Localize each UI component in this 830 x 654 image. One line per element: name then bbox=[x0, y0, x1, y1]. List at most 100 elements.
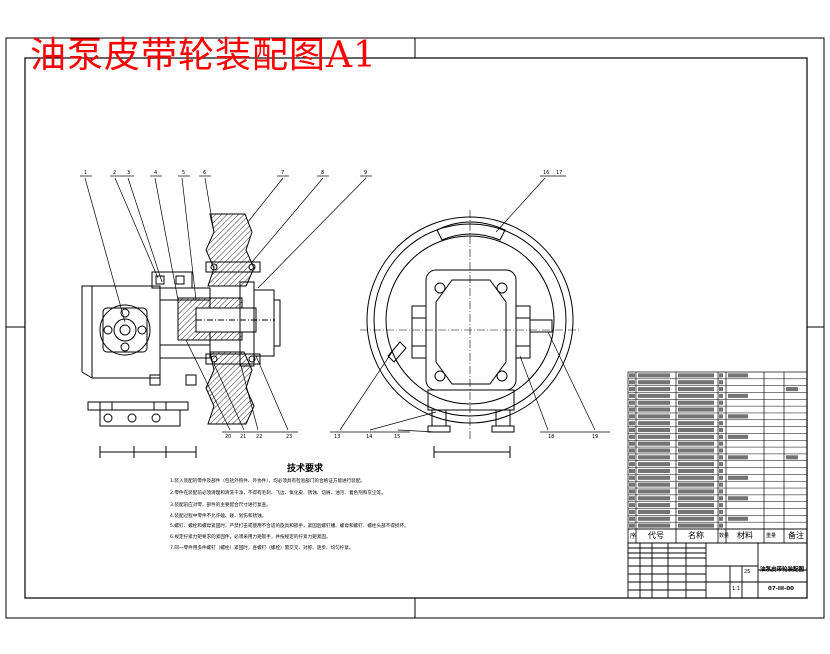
left-leaders-top bbox=[80, 175, 372, 323]
leader-label: 3 bbox=[127, 170, 130, 176]
leader-label: 1 bbox=[84, 170, 87, 176]
bom-cell-mark bbox=[728, 516, 748, 521]
bom-cell-mark bbox=[728, 373, 748, 378]
right-leader-labels: 16 17 13 14 15 18 19 bbox=[334, 170, 598, 440]
bom-cell-mark bbox=[719, 509, 723, 514]
bom-cell-mark bbox=[728, 455, 748, 460]
bom-cell-mark bbox=[638, 468, 670, 474]
tech-note: 1.装入装配的零件及部件（包括外购件、外协件），均必须具有检验部门的合格证方能进… bbox=[170, 479, 366, 484]
bom-cell-mark bbox=[719, 468, 723, 474]
bom-cell-mark bbox=[719, 503, 723, 508]
bom-cell-mark bbox=[719, 414, 723, 419]
bom-header-code: 代号 bbox=[648, 531, 664, 540]
bom-cell-mark bbox=[629, 503, 635, 508]
leader-label: 2 bbox=[113, 170, 116, 176]
leader-label: 21 bbox=[240, 434, 246, 440]
leader-label: 4 bbox=[154, 170, 157, 176]
centering-marks bbox=[6, 38, 824, 618]
bom-header-name: 名称 bbox=[688, 531, 704, 540]
left-leader-labels-bottom: 20 21 22 23 bbox=[225, 434, 292, 440]
bom-cell-mark bbox=[638, 462, 670, 467]
inner-frame bbox=[24, 57, 808, 599]
leader-label: 14 bbox=[366, 434, 372, 440]
tech-note: 5.螺钉、螺栓和螺母紧固时，严禁打击或使用不合适的旋具和扳手，紧固后螺钉槽、螺母… bbox=[170, 524, 409, 529]
bom-cell-mark bbox=[629, 414, 635, 419]
side-section-view bbox=[81, 213, 281, 458]
bom-cell-mark bbox=[728, 434, 748, 439]
bom-cell-mark bbox=[719, 489, 723, 494]
bom-cell-mark bbox=[678, 387, 714, 392]
tech-requirements-title: 技术要求 bbox=[287, 464, 324, 474]
bom-cell-mark bbox=[719, 387, 723, 392]
bom-cell-mark bbox=[629, 523, 635, 528]
bom-cell-mark bbox=[719, 373, 723, 378]
bom-cell-mark bbox=[638, 475, 670, 480]
bom-cell-mark bbox=[719, 434, 723, 439]
bom-cell-mark bbox=[629, 496, 635, 501]
bom-cell-mark bbox=[638, 380, 670, 385]
bom-cell-mark bbox=[629, 380, 635, 385]
bom-cell-mark bbox=[678, 380, 714, 385]
bom-header-qty: 数量 bbox=[719, 533, 730, 539]
bom-cell-mark bbox=[786, 387, 798, 392]
bom-cell-mark bbox=[678, 482, 714, 487]
leader-label: 13 bbox=[334, 434, 340, 440]
right-leaders bbox=[330, 175, 610, 433]
left-leaders-bottom bbox=[185, 339, 298, 433]
tech-note: 7.同一零件用多件螺钉（螺栓）紧固时，各螺钉（螺栓）需交叉、对称、逐步、均匀拧紧… bbox=[170, 546, 354, 551]
leader-label: 19 bbox=[592, 434, 598, 440]
bom-row-marks bbox=[629, 373, 798, 528]
bom-cell-mark bbox=[719, 455, 723, 460]
bom-cell-mark bbox=[638, 407, 670, 412]
leader-label: 22 bbox=[256, 434, 262, 440]
bom-cell-mark bbox=[638, 421, 670, 426]
bom-cell-mark bbox=[728, 393, 748, 398]
bom-cell-mark bbox=[629, 421, 635, 426]
bom-cell-mark bbox=[638, 400, 670, 405]
bom-cell-mark bbox=[719, 496, 723, 501]
bom-cell-mark bbox=[678, 468, 714, 474]
bom-cell-mark bbox=[638, 482, 670, 487]
bom-cell-mark bbox=[728, 414, 748, 419]
bom-cell-mark bbox=[678, 523, 714, 528]
drawing-title: 油泵皮带轮装配图A1 bbox=[30, 35, 377, 76]
bom-table bbox=[627, 371, 808, 530]
tech-note: 2.零件在装配前必须清理和清洗干净，不得有毛刺、飞边、氧化皮、锈蚀、切屑、油污、… bbox=[170, 491, 386, 496]
bom-cell-mark bbox=[638, 503, 670, 508]
bom-cell-mark bbox=[719, 441, 723, 446]
bom-cell-mark bbox=[638, 489, 670, 494]
bom-cell-mark bbox=[629, 407, 635, 412]
bom-cell-mark bbox=[629, 468, 635, 474]
bom-header-note: 备注 bbox=[788, 531, 804, 540]
title-block-sheets: 25 bbox=[744, 569, 751, 575]
bom-cell-mark bbox=[629, 475, 635, 480]
bom-cell-mark bbox=[678, 516, 714, 521]
bom-cell-mark bbox=[678, 503, 714, 508]
leader-label: 16 bbox=[543, 170, 549, 176]
bom-cell-mark bbox=[719, 393, 723, 398]
bom-cell-mark bbox=[728, 475, 748, 480]
bom-cell-mark bbox=[629, 516, 635, 521]
bom-cell-mark bbox=[629, 427, 635, 433]
bom-cell-mark bbox=[629, 434, 635, 439]
bom-cell-mark bbox=[629, 489, 635, 494]
bom-cell-mark bbox=[719, 523, 723, 528]
bom-cell-mark bbox=[629, 373, 635, 378]
bom-cell-mark bbox=[678, 421, 714, 426]
bom-cell-mark bbox=[629, 400, 635, 405]
bom-cell-mark bbox=[728, 496, 748, 501]
leader-label: 15 bbox=[394, 434, 400, 440]
bom-cell-mark bbox=[629, 448, 635, 453]
bom-cell-mark bbox=[638, 393, 670, 398]
bom-cell-mark bbox=[678, 393, 714, 398]
tech-note: 4.装配过程中零件不允许磕、碰、划伤和锈蚀。 bbox=[170, 514, 267, 519]
bom-cell-mark bbox=[638, 523, 670, 528]
bom-cell-mark bbox=[629, 441, 635, 446]
leader-label: 18 bbox=[548, 434, 554, 440]
bom-cell-mark bbox=[678, 400, 714, 405]
leader-label: 8 bbox=[321, 170, 324, 176]
leader-label: 7 bbox=[281, 170, 284, 176]
bom-cell-mark bbox=[638, 516, 670, 521]
bom-cell-mark bbox=[629, 393, 635, 398]
